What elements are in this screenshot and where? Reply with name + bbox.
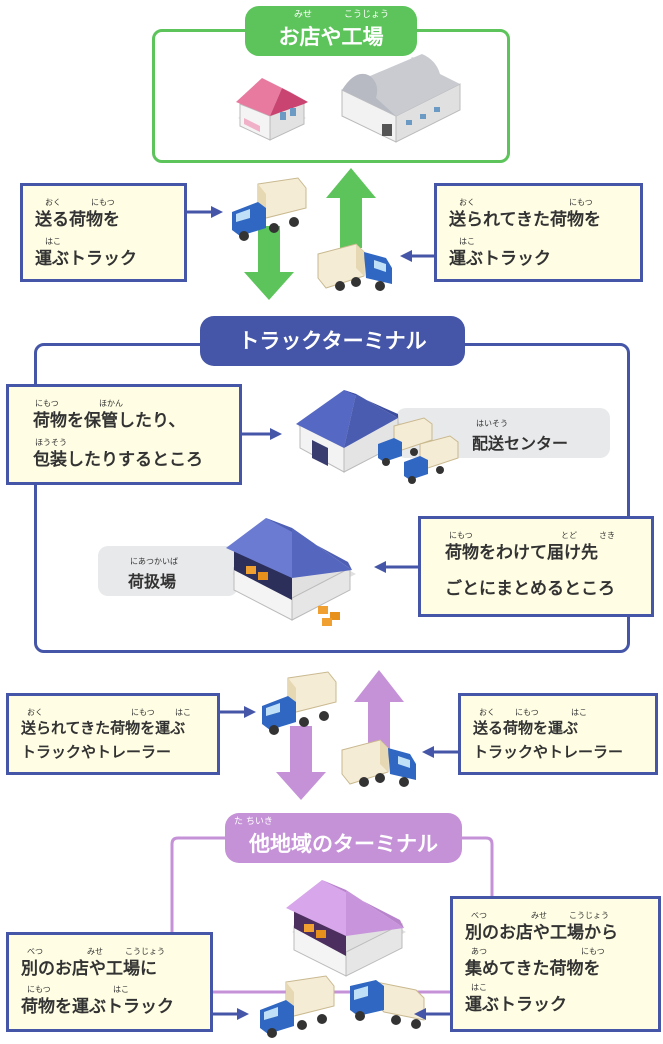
ruby-mise: みせ — [294, 10, 313, 20]
note-line-2: 運ぶトラック — [449, 249, 551, 269]
arrow-receive-to-truck — [400, 250, 434, 262]
ruby-atsu: あつ — [471, 947, 487, 956]
ruby-mise: みせ — [531, 911, 547, 920]
note-line-1: 送る荷物を運ぶ — [473, 719, 579, 737]
trailer-outgoing — [341, 739, 416, 787]
note-line-2: 荷物を運ぶトラック — [21, 997, 174, 1017]
ruby-saki: さき — [599, 531, 615, 540]
bottom-truck-left — [260, 975, 335, 1038]
ruby-nimotsu: にもつ — [515, 708, 539, 717]
bottom-truck-right — [350, 980, 425, 1029]
ruby-oku: おく — [459, 198, 475, 207]
ruby-mise: みせ — [87, 947, 103, 956]
truck-outgoing — [232, 177, 307, 241]
ruby-niatsukaiba: にあつかいば — [130, 557, 178, 566]
ruby-hako: はこ — [471, 983, 487, 992]
shop-illustration — [236, 78, 308, 141]
trailer-incoming — [262, 671, 337, 735]
ruby-hako: はこ — [571, 708, 587, 717]
regional-terminal-title: 他地域のターミナル — [225, 813, 462, 863]
ruby-oku: おく — [45, 198, 61, 207]
ruby-hako: はこ — [113, 985, 129, 994]
note-line-2: トラックやトレーラー — [473, 743, 624, 761]
ruby-koujou: こうじょう — [125, 947, 165, 956]
violet-up-arrow — [354, 670, 404, 752]
shops-factories-title: お店や工場 — [245, 6, 417, 56]
note-line-1: 荷物を保管したり、 — [33, 411, 186, 431]
arrow-send-trailer — [422, 746, 458, 758]
ruby-koujou: こうじょう — [569, 911, 609, 920]
note-line-3: 運ぶトラック — [465, 995, 567, 1015]
arrow-storage — [242, 428, 282, 440]
note-line-2: 運ぶトラック — [35, 249, 137, 269]
note-line-2: 集めてきた荷物を — [465, 959, 601, 979]
delivery-trucks — [378, 417, 459, 484]
ruby-nimotsu: にもつ — [35, 399, 59, 408]
ruby-oku: おく — [27, 708, 43, 717]
arrow-received-trailer — [220, 706, 256, 718]
note-send-truck: おく にもつ 送る荷物を はこ 運ぶトラック — [20, 183, 187, 282]
ruby-hako: はこ — [45, 237, 61, 246]
loading-area-text: 荷扱場 — [128, 572, 177, 591]
note-line-1: 別のお店や工場から — [465, 923, 618, 943]
note-line-1: 送られてきた荷物を — [449, 210, 601, 230]
ruby-koujou: こうじょう — [344, 10, 390, 20]
ruby-hako: はこ — [175, 708, 191, 717]
note-line-1: 送られてきた荷物を運ぶ — [21, 719, 186, 737]
loading-area-building — [226, 518, 356, 626]
loading-area-label: にあつかいば 荷扱場 — [98, 546, 238, 596]
ruby-nimotsu: にもつ — [581, 947, 605, 956]
ruby-nimotsu: にもつ — [91, 198, 115, 207]
arrow-other-shops — [213, 1008, 249, 1020]
arrow-send-to-truck — [187, 206, 223, 218]
green-up-arrow — [326, 168, 376, 248]
ruby-nimotsu: にもつ — [569, 198, 593, 207]
ruby-haisou: はいそう — [476, 419, 508, 428]
ruby-housou: ほうそう — [35, 438, 67, 447]
ruby-nimotsu: にもつ — [27, 985, 51, 994]
truck-terminal-title: トラックターミナル — [200, 316, 465, 366]
green-down-arrow — [244, 226, 294, 300]
note-other-shops: べつ みせ こうじょう 別のお店や工場に にもつ はこ 荷物を運ぶトラック — [6, 932, 213, 1032]
ruby-nimotsu: にもつ — [449, 531, 473, 540]
note-line-2: トラックやトレーラー — [21, 743, 172, 761]
note-sorting: にもつ とど さき 荷物をわけて届け先 ごとにまとめるところ — [418, 516, 654, 617]
ruby-hako: はこ — [459, 237, 475, 246]
ruby-nimotsu: にもつ — [131, 708, 155, 717]
factory-illustration — [341, 54, 461, 143]
note-line-1: 荷物をわけて届け先 — [445, 543, 598, 563]
ruby-betsu: べつ — [27, 947, 43, 956]
ruby-oku: おく — [479, 708, 495, 717]
note-line-2: 包装したりするところ — [33, 450, 203, 470]
ruby-tachiiki: た ちいき — [234, 817, 273, 827]
ruby-hokan: ほかん — [99, 399, 123, 408]
note-received-trailer: おく にもつ はこ 送られてきた荷物を運ぶ トラックやトレーラー — [6, 693, 220, 775]
arrow-collect — [414, 1008, 450, 1020]
note-line-2: ごとにまとめるところ — [445, 579, 615, 599]
regional-warehouse-building — [286, 880, 406, 977]
delivery-center-text: 配送センター — [472, 434, 569, 453]
ruby-todo: とど — [561, 531, 577, 540]
note-storage: にもつ ほかん 荷物を保管したり、 ほうそう 包装したりするところ — [6, 384, 242, 485]
note-collect: べつ みせ こうじょう 別のお店や工場から あつ にもつ 集めてきた荷物を はこ… — [450, 896, 661, 1032]
note-line-1: 別のお店や工場に — [21, 959, 157, 979]
ruby-betsu: べつ — [471, 911, 487, 920]
note-receive-truck: おく にもつ 送られてきた荷物を はこ 運ぶトラック — [434, 183, 643, 282]
truck-incoming — [317, 243, 392, 291]
note-line-1: 送る荷物を — [35, 210, 120, 230]
delivery-center-building — [296, 390, 402, 473]
note-send-trailer: おく にもつ はこ 送る荷物を運ぶ トラックやトレーラー — [458, 693, 658, 775]
arrow-sorting — [374, 561, 418, 573]
violet-down-arrow — [276, 726, 326, 800]
